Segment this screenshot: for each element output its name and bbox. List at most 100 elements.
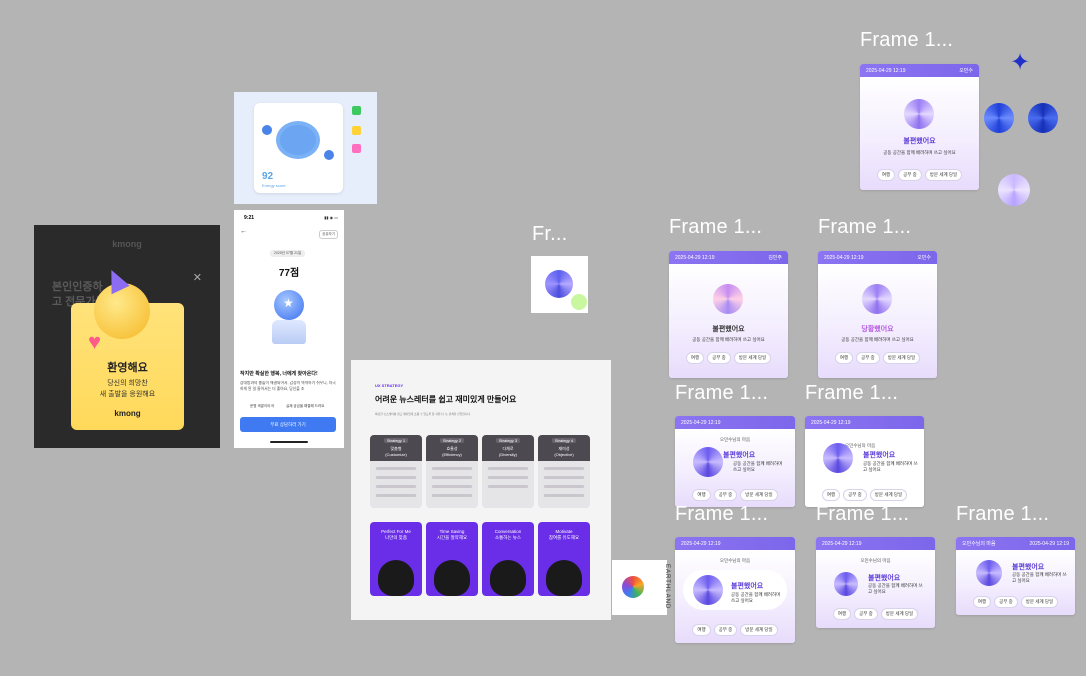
chip[interactable]: 공부 중 — [994, 596, 1018, 608]
strategy-en: (Customize) — [385, 452, 407, 457]
chip[interactable]: 여행 — [692, 624, 711, 636]
strategy-en: (Efficiency) — [442, 452, 462, 457]
chip[interactable]: 여행 — [834, 352, 854, 364]
status-time: 9:21 — [244, 215, 255, 221]
pinwheel-icon — [545, 270, 573, 298]
chip[interactable]: 여행 — [821, 489, 841, 501]
strategy-name: 다채로 — [502, 446, 514, 451]
mood-title: 불편했어요 — [1012, 564, 1045, 571]
green-dot — [571, 294, 587, 310]
card-date: 2025-04-29 12:19 — [1029, 540, 1069, 547]
card-subtitle: 오민수님의 마음 — [719, 437, 751, 442]
welcome-line1: 당신의 희망찬 — [107, 380, 148, 387]
character-icon — [546, 560, 582, 596]
crystal-base — [272, 320, 306, 344]
small-flower-icon — [324, 150, 334, 160]
strategy-name: 효율성 — [446, 446, 458, 451]
mobile-frame[interactable]: 9:21 ▮▮ ◉ ▭ ← 공유하기 2025년 07월 21일 77점 ★ 작… — [234, 210, 344, 448]
strategy-name: 재미성 — [558, 446, 570, 451]
frame-title: Frame 1... — [669, 216, 763, 238]
mood-card[interactable]: 2025-04-29 12:19 오민수님의 마음 불편했어요 공동 공간을 함… — [675, 537, 795, 643]
heart-icon: ♥ — [88, 329, 102, 354]
mood-card[interactable]: 2025-04-29 12:19 오민수님의 마음 불편했어요 공동 공간을 함… — [816, 537, 935, 628]
date-pill: 2025년 07월 21일 — [270, 250, 306, 257]
frame-title: Frame 1... — [675, 503, 769, 525]
small-frame[interactable] — [531, 256, 588, 313]
chip[interactable]: 여행 — [876, 169, 896, 181]
fortune-link-2[interactable]: 실제 궁금을 해결해 드려요 — [286, 404, 325, 408]
mood-card[interactable]: 2025-04-29 12:19 오민수님의 마음 불편했어요 공동 공간을 함… — [675, 416, 795, 507]
persona-sub: 소통하는 뉴스 — [494, 535, 522, 540]
strategy-tag: Strategy 3 — [495, 438, 521, 443]
energy-card: 92 Energy score — [254, 103, 343, 193]
chip[interactable]: 여행 — [972, 596, 992, 608]
chip[interactable]: 공부 중 — [713, 624, 738, 636]
persona-name: Perfect For Me — [381, 529, 411, 534]
earthland-frame[interactable]: EARTHLAND — [612, 560, 670, 615]
close-icon[interactable]: ✕ — [192, 272, 202, 284]
kmong-frame[interactable]: kmong 본인인증하고 전문가를 ✕ 환영해요 당신의 희망찬 새 출발을 응… — [34, 225, 220, 448]
ux-board[interactable]: UX STRATEGY 어려운 뉴스레터를 쉽고 재미있게 만들어요 복잡한 뉴… — [351, 360, 611, 620]
card-subtitle: 오민수님의 마음 — [719, 558, 751, 563]
share-button[interactable]: 공유하기 — [319, 230, 338, 239]
cloud-icon — [280, 125, 316, 155]
persona-name: Motivate — [555, 529, 573, 534]
strategy-name: 맞춤형 — [390, 446, 402, 451]
energy-score: 92 — [262, 171, 274, 182]
chip[interactable]: 여행 — [685, 352, 705, 364]
chip[interactable]: 방문 세계 당일 — [740, 489, 778, 501]
chip[interactable]: 방문 세계 당일 — [869, 489, 908, 501]
chip[interactable]: 여행 — [692, 489, 711, 501]
sparkle-icon: ✦ — [1010, 49, 1031, 76]
fortune-score: 77점 — [278, 268, 300, 279]
mood-desc: 공동 공간을 함께 배려하며 쓰고 싶어요 — [868, 583, 923, 594]
chip[interactable]: 방문 세계 당일 — [880, 608, 919, 620]
mood-card[interactable]: 2025-04-29 12:19 오민수님의 마음 불편했어요 공동 공간을 함… — [805, 416, 924, 507]
mood-desc: 공동 공간을 함께 배려하며 쓰고 싶어요 — [841, 337, 914, 342]
fortune-link-1[interactable]: 운명 색깔이야 어 — [250, 404, 275, 408]
blue-flower-icon — [1028, 103, 1058, 133]
chip[interactable]: 방문 세계 당일 — [740, 624, 778, 636]
mood-desc: 공동 공간을 함께 배려하며 쓰고 싶어요 — [883, 150, 956, 155]
energy-frame[interactable]: 92 Energy score — [234, 92, 377, 204]
chip[interactable]: 여행 — [832, 608, 852, 620]
fortune-body: 상대방과의 충돌이 해결되어서, 감정이 역력하기 쉬우니, 자극하게 된 일 … — [240, 381, 336, 391]
chip[interactable]: 방문 세계 당일 — [882, 352, 921, 364]
chip[interactable]: 공부 중 — [707, 352, 731, 364]
card-user: 오민수 — [959, 68, 973, 74]
pinwheel-logo-icon — [622, 576, 644, 598]
chip[interactable]: 공부 중 — [713, 489, 738, 501]
card-date: 2025-04-29 12:19 — [681, 540, 721, 547]
card-date: 2025-04-29 12:19 — [681, 419, 721, 426]
status-icons: ▮▮ ◉ ▭ — [324, 215, 338, 220]
mood-flower-icon — [693, 575, 723, 605]
strategy-tag: Strategy 2 — [439, 438, 465, 443]
persona-sub: 나만의 맞춤 — [385, 535, 407, 540]
chip[interactable]: 공부 중 — [898, 169, 922, 181]
strategy-col: Strategy 2 효율성(Efficiency) — [426, 435, 478, 508]
strategy-en: (Objective) — [554, 452, 574, 457]
chip[interactable]: 방문 세계 당일 — [1020, 596, 1059, 608]
card-user: 오민수님의 마음 — [962, 541, 996, 547]
back-arrow-icon[interactable]: ← — [240, 228, 247, 235]
chip[interactable]: 공부 중 — [854, 608, 878, 620]
chip[interactable]: 공부 중 — [843, 489, 867, 501]
strategy-tag: Strategy 4 — [551, 438, 577, 443]
kmong-logo: kmong — [114, 409, 141, 418]
chip[interactable]: 방문 세계 당일 — [924, 169, 963, 181]
chip[interactable]: 방문 세계 당일 — [733, 352, 772, 364]
persona-sub: 시간을 절약해요 — [436, 535, 468, 540]
chip[interactable]: 공부 중 — [856, 352, 880, 364]
mood-title: 불편했어요 — [731, 583, 764, 590]
card-user: 오민수 — [917, 255, 931, 261]
cta-button[interactable]: 무료 상담하러 가기 — [240, 417, 336, 432]
mood-flower-icon — [976, 560, 1002, 586]
